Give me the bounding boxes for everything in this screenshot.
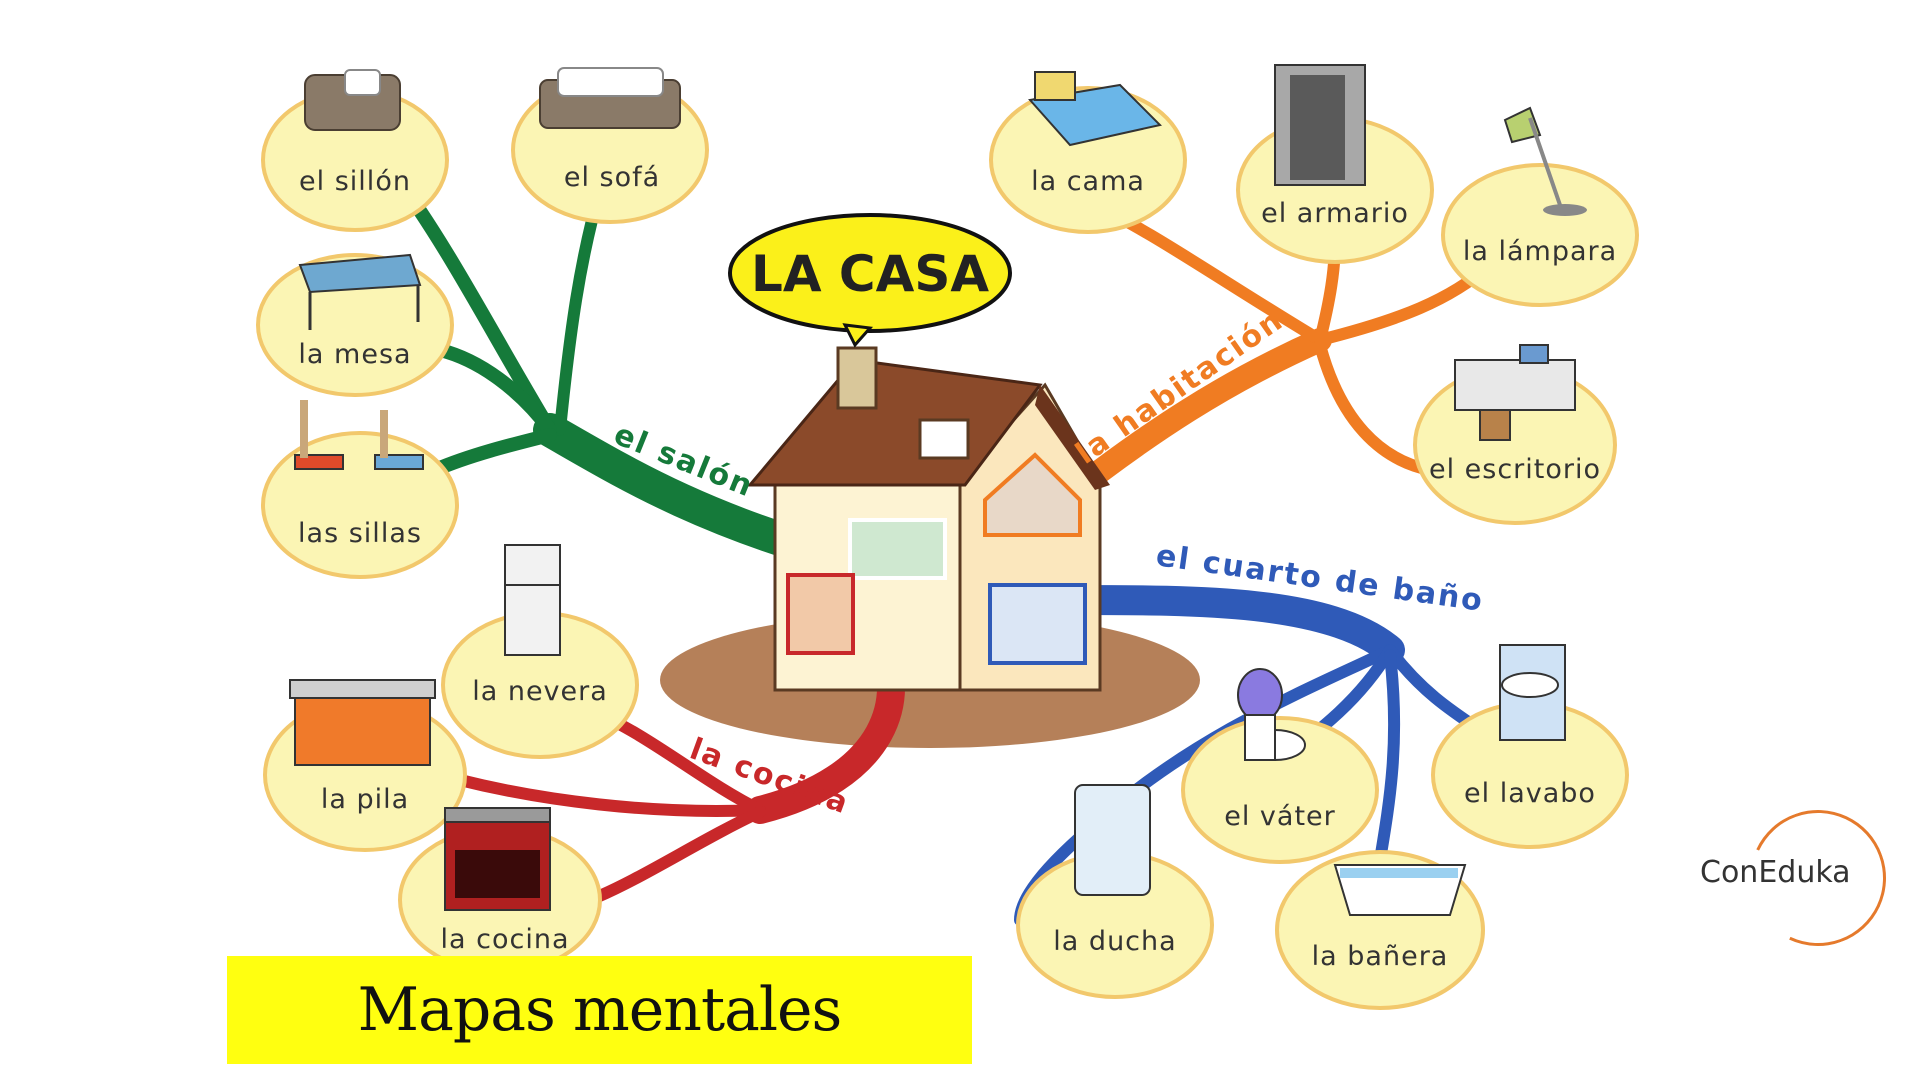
node-label-sillon: el sillón xyxy=(299,166,411,197)
house-attic-window xyxy=(918,418,970,460)
node-label-mesa: la mesa xyxy=(298,339,411,370)
node-label-pila: la pila xyxy=(321,784,409,815)
banner: Mapas mentales xyxy=(227,956,972,1064)
fridge-icon xyxy=(504,544,561,656)
house-window-cocina xyxy=(786,573,855,655)
node-label-sofa: el sofá xyxy=(564,162,660,193)
node-label-lampara: la lámpara xyxy=(1463,236,1617,267)
sink-cabinet-icon xyxy=(289,679,436,766)
wardrobe-icon xyxy=(1274,64,1366,186)
house-window-habitacion xyxy=(983,452,1082,537)
house-roof-edge xyxy=(1035,385,1110,490)
shower-icon xyxy=(1074,784,1151,896)
sink-icon xyxy=(1499,644,1566,741)
armchair-icon xyxy=(304,69,401,131)
logo-text: ConEduka xyxy=(1700,855,1851,890)
node-cocina: la cocina xyxy=(398,807,602,974)
node-sofa: el sofá xyxy=(511,67,709,224)
node-label-banera: la bañera xyxy=(1312,941,1449,972)
node-mesa: la mesa xyxy=(256,253,454,397)
table-icon xyxy=(298,253,422,330)
node-label-armario: el armario xyxy=(1261,198,1409,229)
node-label-lavabo: el lavabo xyxy=(1464,778,1596,809)
node-armario: el armario xyxy=(1236,64,1434,264)
node-label-vater: el váter xyxy=(1224,801,1336,832)
node-cama: la cama xyxy=(989,71,1187,234)
node-vater: el váter xyxy=(1181,668,1379,864)
node-label-escritorio: el escritorio xyxy=(1429,454,1601,485)
house-chimney xyxy=(836,346,878,410)
stove-icon xyxy=(444,807,551,911)
banner-text: Mapas mentales xyxy=(357,975,843,1045)
bed-icon xyxy=(1028,71,1162,147)
node-label-ducha: la ducha xyxy=(1053,926,1176,957)
node-escritorio: el escritorio xyxy=(1413,344,1617,525)
node-sillas: las sillas xyxy=(261,400,459,579)
desk-icon xyxy=(1454,344,1576,441)
house-window-bano xyxy=(988,583,1087,665)
node-lavabo: el lavabo xyxy=(1431,644,1629,849)
node-label-sillas: las sillas xyxy=(298,518,422,549)
node-ducha: la ducha xyxy=(1016,784,1214,999)
branch-label-habitacion: la habitación xyxy=(1070,302,1291,471)
node-sillon: el sillón xyxy=(261,69,449,232)
house xyxy=(746,346,1110,692)
node-nevera: la nevera xyxy=(441,544,639,759)
node-label-cocina: la cocina xyxy=(441,924,570,955)
coneduka-logo: ConEduka xyxy=(1690,790,1906,966)
page-title: LA CASA xyxy=(751,245,989,303)
node-banera: la bañera xyxy=(1275,850,1485,1010)
node-label-nevera: la nevera xyxy=(472,676,608,707)
node-pila: la pila xyxy=(263,679,467,852)
toilet-icon xyxy=(1237,668,1306,761)
node-lampara: la lámpara xyxy=(1441,106,1639,307)
house-window-salon xyxy=(848,518,947,580)
sofa-icon xyxy=(539,67,681,129)
title-bubble: LA CASA xyxy=(728,213,1012,348)
chairs-icon xyxy=(294,400,424,470)
lamp-icon xyxy=(1503,106,1587,216)
bathtub-icon xyxy=(1333,864,1467,916)
node-label-cama: la cama xyxy=(1031,166,1145,197)
